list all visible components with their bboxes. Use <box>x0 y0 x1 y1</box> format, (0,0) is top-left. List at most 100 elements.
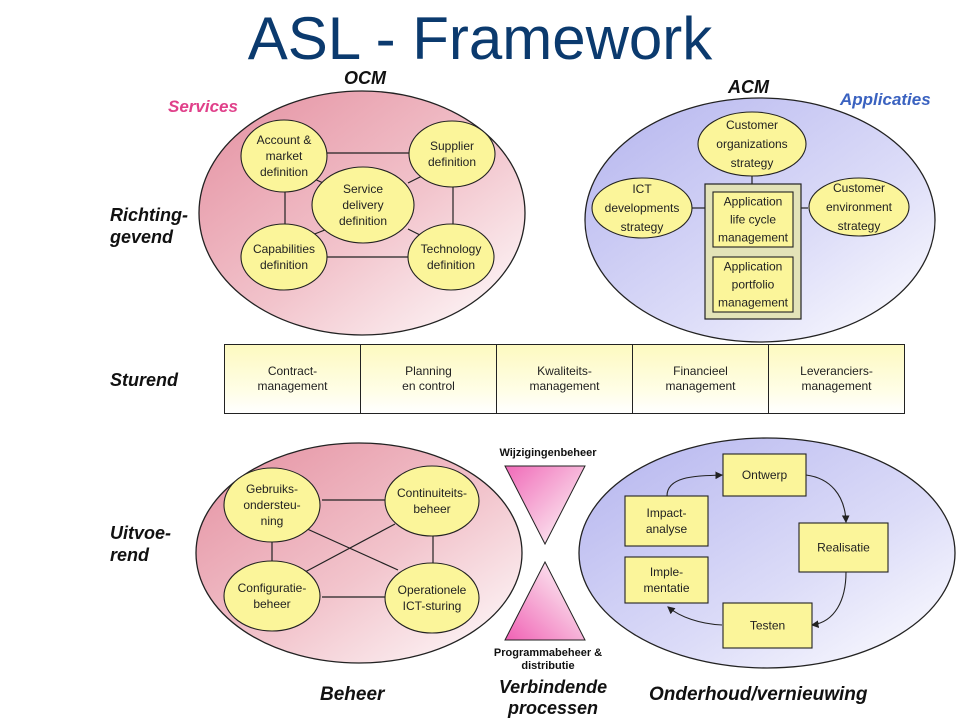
box-shape <box>712 191 794 248</box>
programmabeheer-line: Programmabeheer & <box>493 647 603 659</box>
node-label: definition <box>339 214 387 228</box>
row-label-line: gevend <box>110 227 174 247</box>
sturend-cell-financieel: Financieel management <box>633 345 769 413</box>
node-label: strategy <box>731 156 774 170</box>
cycle-arrows <box>666 471 850 628</box>
node-label: beheer <box>253 597 290 611</box>
sturend-cell-contract: Contract- management <box>225 345 361 413</box>
node-label: definition <box>428 155 476 169</box>
verbindende-line: processen <box>507 698 599 718</box>
sturend-cell-leveranciers: Leveranciers- management <box>800 364 873 393</box>
node-gebruiks: Gebruiks-ondersteu-ning <box>223 467 321 543</box>
wijzigingenbeheer-triangle <box>504 465 586 546</box>
node-label: Customer <box>833 181 885 195</box>
sturend-cell-planning: Planning en control <box>361 345 497 413</box>
acm-label: ACM <box>728 77 769 97</box>
node-shape <box>808 177 910 237</box>
services-label: Services <box>168 97 238 116</box>
row-label-sturend: Sturend <box>110 370 179 390</box>
box-label: analyse <box>646 522 688 536</box>
node-label: Gebruiks- <box>246 482 298 496</box>
node-label: Continuiteits- <box>397 486 467 500</box>
node-label: ondersteu- <box>243 498 300 512</box>
box-label: Impact- <box>646 506 686 520</box>
node-label: developments <box>605 201 680 215</box>
node-label: beheer <box>413 502 450 516</box>
node-customer-env: Customer environment strategy <box>808 177 910 237</box>
node-label: Customer <box>726 118 778 132</box>
row-label-uitvoerend: Uitvoe- rend <box>110 522 171 566</box>
row-label-line: Richting- <box>110 205 188 225</box>
node-continuiteit: Continuiteits-beheer <box>384 465 480 537</box>
onderhoud-label: Onderhoud/vernieuwing <box>649 684 868 705</box>
row-label-line: rend <box>110 545 150 565</box>
wijzigingenbeheer-label: Wijzigingenbeheer <box>499 447 597 459</box>
beheer-label: Beheer <box>320 684 385 705</box>
box-label: Application <box>724 260 783 274</box>
box-label: Imple- <box>650 565 683 579</box>
node-label: definition <box>427 258 475 272</box>
node-label: Service <box>343 182 383 196</box>
node-shape <box>240 119 328 193</box>
page-title: ASL - Framework <box>247 5 713 72</box>
node-shape <box>384 465 480 537</box>
box-implementatie: Imple-mentatie <box>624 556 709 604</box>
node-label: Account & <box>257 133 312 147</box>
box-shape <box>722 453 807 497</box>
box-shape <box>624 495 709 547</box>
verbindende-line: Verbindende <box>498 677 608 697</box>
node-shape <box>384 562 480 634</box>
node-label: definition <box>260 165 308 179</box>
node-label: strategy <box>621 220 664 234</box>
box-realisatie: Realisatie <box>798 522 889 573</box>
box-label: mentatie <box>643 581 689 595</box>
box-label: Realisatie <box>817 541 870 555</box>
onderhoud-boxes: OntwerpImpact-analyseRealisatieImple-men… <box>624 453 889 649</box>
box-shape <box>624 556 709 604</box>
node-shape <box>223 467 321 543</box>
box-label: portfolio <box>732 278 775 292</box>
box-impact: Impact-analyse <box>624 495 709 547</box>
programmabeheer-label: Programmabeheer & distributie <box>472 647 624 673</box>
sturend-cell-kwaliteit: Kwaliteits- management <box>497 345 633 413</box>
box-label: life cycle <box>730 213 776 227</box>
node-label: Supplier <box>430 139 474 153</box>
node-shape <box>311 166 415 244</box>
node-technology: Technology definition <box>407 223 495 291</box>
programmabeheer-triangle <box>504 560 586 641</box>
acm-nodes: CustomerorganizationsstrategyICTdevelopm… <box>591 111 910 313</box>
node-configuratie: Configuratie-beheer <box>223 560 321 632</box>
node-label: Operationele <box>398 583 467 597</box>
node-shape <box>591 177 693 239</box>
node-label: Capabilities <box>253 242 315 256</box>
box-label: Testen <box>750 619 785 633</box>
box-apm: Application portfolio management <box>712 256 794 313</box>
row-label-richtinggevend: Richting- gevend <box>110 204 188 248</box>
node-label: environment <box>826 200 893 214</box>
node-label: strategy <box>838 219 881 233</box>
node-label: delivery <box>342 198 383 212</box>
box-shape <box>712 256 794 313</box>
beheer-nodes: Gebruiks-ondersteu-ning Continuiteits-beh… <box>223 465 480 634</box>
programmabeheer-line: distributie <box>521 660 575 672</box>
box-shape <box>722 602 813 649</box>
node-label: Configuratie- <box>238 581 307 595</box>
node-label: definition <box>260 258 308 272</box>
ocm-label: OCM <box>344 68 386 88</box>
sturend-table: Contract- management Planning en control… <box>224 344 905 414</box>
node-label: Technology <box>421 242 482 256</box>
box-label: management <box>718 296 789 310</box>
box-label: management <box>718 231 789 245</box>
applicaties-label: Applicaties <box>840 90 931 109</box>
node-capabilities: Capabilities definition <box>240 223 328 291</box>
node-shape <box>223 560 321 632</box>
node-service: Service delivery definition <box>311 166 415 244</box>
node-supplier: Supplier definition <box>408 120 496 188</box>
